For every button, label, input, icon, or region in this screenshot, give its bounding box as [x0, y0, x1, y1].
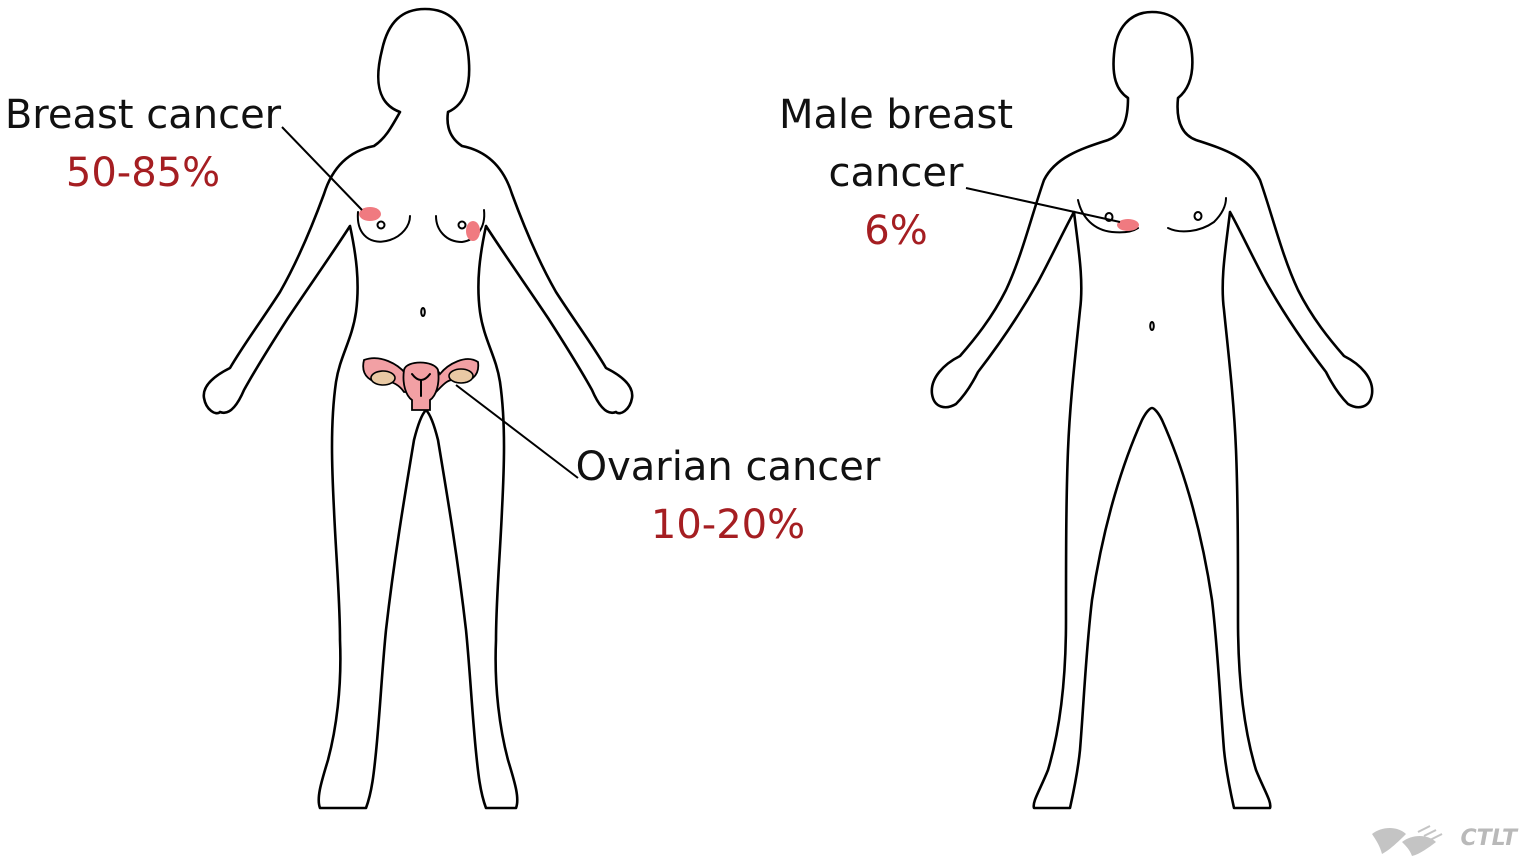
ovarian-cancer-name: Ovarian cancer	[572, 438, 884, 496]
female-breast-highlight-left	[466, 221, 480, 241]
ovary-left	[449, 369, 473, 383]
male-breast-cancer-name-line1: Male breast	[765, 86, 1027, 144]
male-breast-cancer-percent: 6%	[765, 202, 1027, 260]
male-breast-highlight	[1117, 219, 1139, 231]
male-breast-cancer-name-line2: cancer	[765, 144, 1027, 202]
ctlt-watermark: CTLT	[1460, 821, 1517, 855]
breast-cancer-percent: 50-85%	[4, 144, 282, 202]
breast-cancer-name: Breast cancer	[4, 86, 282, 144]
breast-cancer-label: Breast cancer 50-85%	[4, 86, 282, 202]
ctlt-logo-icon	[1372, 826, 1442, 856]
ctlt-watermark-text: CTLT	[1460, 826, 1517, 851]
ovarian-cancer-label: Ovarian cancer 10-20%	[572, 438, 884, 554]
ovary-right	[371, 371, 395, 385]
male-breast-cancer-label: Male breast cancer 6%	[765, 86, 1027, 260]
ovarian-cancer-percent: 10-20%	[572, 496, 884, 554]
